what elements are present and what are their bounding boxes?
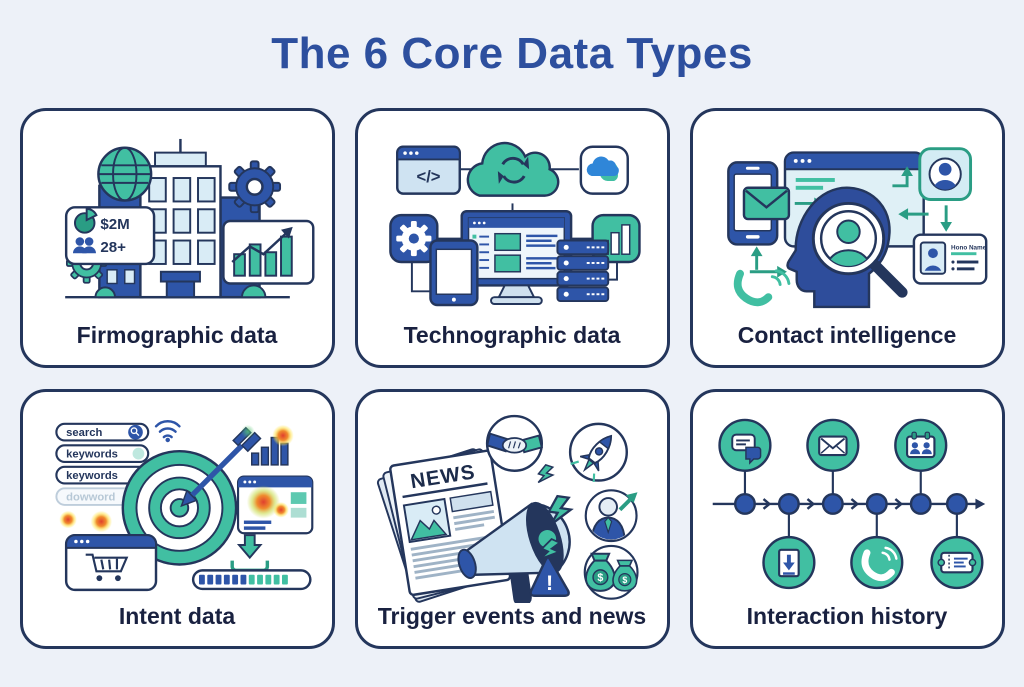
- warning-triangle-icon: !: [528, 556, 570, 597]
- card-firmographic: $2M 28+: [19, 108, 335, 368]
- bush-icon: [240, 284, 266, 299]
- warning-glyph: !: [546, 571, 553, 595]
- bush-icon: [93, 286, 116, 299]
- card-label: Technographic data: [403, 322, 621, 348]
- search-bar-icon: search: [54, 422, 149, 442]
- magnifier-avatar-icon: [811, 201, 908, 298]
- gear-box-icon: [388, 213, 439, 264]
- card-contact: Hono Name Contact intelligence: [689, 108, 1005, 368]
- search-term: keywords: [66, 470, 118, 482]
- money-bags-icon: $ $: [583, 544, 639, 600]
- heat-spot-icon: [58, 510, 77, 529]
- connector-lines: [410, 168, 618, 293]
- code-glyph: </>: [416, 167, 440, 186]
- search-term: search: [66, 427, 102, 439]
- ticket-icon: [929, 535, 984, 590]
- card-grid: $2M 28+: [0, 108, 1024, 649]
- shopping-cart-window-icon: [64, 533, 157, 592]
- card-label: Interaction history: [746, 603, 948, 629]
- dollar-glyph: $: [622, 575, 627, 585]
- search-bar-icon: keywords: [54, 444, 149, 464]
- intent-illustration: search keywords keywords dowword: [23, 392, 332, 603]
- chat-icon: [717, 418, 772, 472]
- rocket-icon: [568, 422, 628, 483]
- globe-icon: [96, 146, 152, 202]
- card-trigger: NEWS: [354, 389, 670, 649]
- handshake-icon: [485, 414, 543, 472]
- sync-cloud-icon: [466, 141, 559, 197]
- promotion-person-icon: [584, 489, 638, 543]
- growth-chart-icon: [221, 219, 314, 285]
- technographic-illustration-svg: </>: [388, 141, 641, 307]
- interaction-illustration-svg: [712, 418, 985, 590]
- server-stack-icon: [555, 239, 609, 303]
- document-download-icon: [761, 535, 816, 590]
- calendar-meeting-icon: [893, 418, 947, 472]
- card-technographic: </>: [354, 108, 670, 368]
- crm-cloud-icon: [579, 145, 629, 195]
- employees-stat: 28+: [100, 239, 126, 256]
- card-label: Intent data: [118, 603, 236, 629]
- stats-card-icon: $2M 28+: [64, 206, 155, 266]
- trigger-illustration: NEWS: [358, 392, 667, 603]
- card-label: Contact intelligence: [737, 322, 957, 348]
- firmographic-illustration: $2M 28+: [23, 111, 332, 322]
- heat-spot-icon: [90, 510, 112, 533]
- pie-chart-icon: [73, 207, 98, 234]
- download-icon: [229, 534, 269, 573]
- id-card-name: Hono Name: [951, 244, 987, 251]
- search-term: dowword: [66, 492, 115, 504]
- profile-avatar-icon: [917, 147, 972, 201]
- wifi-icon: [154, 420, 181, 443]
- id-card-icon: Hono Name: [912, 233, 987, 285]
- email-envelope-icon: [742, 186, 790, 221]
- intent-illustration-svg: search keywords keywords dowword: [54, 420, 313, 592]
- newspaper-icon: NEWS: [376, 448, 515, 603]
- page-title: The 6 Core Data Types: [271, 29, 753, 78]
- revenue-stat: $2M: [100, 216, 129, 233]
- trigger-illustration-svg: NEWS: [376, 414, 639, 603]
- technographic-illustration: </>: [358, 111, 667, 322]
- code-window-icon: </>: [395, 145, 461, 195]
- firmographic-illustration-svg: $2M 28+: [64, 138, 314, 299]
- tablet-icon: [428, 239, 479, 307]
- card-interaction: Interaction history: [689, 389, 1005, 649]
- flow-arrow-icon: [749, 172, 948, 274]
- bar-chart-icon: [240, 424, 294, 466]
- heatmap-window-icon: [236, 475, 313, 535]
- email-envelope-icon: [805, 418, 859, 472]
- interaction-illustration: [693, 392, 1002, 603]
- search-term: keywords: [66, 449, 118, 461]
- card-label: Trigger events and news: [377, 603, 647, 629]
- progress-bar-icon: [191, 569, 312, 591]
- phone-call-icon: [733, 269, 790, 307]
- phone-call-icon: [849, 535, 903, 590]
- dollar-glyph: $: [597, 572, 603, 584]
- lightning-bolt-icon: [536, 464, 574, 560]
- card-label: Firmographic data: [76, 322, 278, 348]
- timeline-icon: [712, 470, 985, 538]
- contact-illustration: Hono Name: [693, 111, 1002, 322]
- gear-icon: [227, 160, 281, 214]
- people-icon: [72, 237, 96, 254]
- card-intent: search keywords keywords dowword: [19, 389, 335, 649]
- search-bar-icon: keywords: [54, 465, 149, 485]
- contact-illustration-svg: Hono Name: [726, 147, 987, 309]
- target-arrow-icon: [121, 426, 262, 566]
